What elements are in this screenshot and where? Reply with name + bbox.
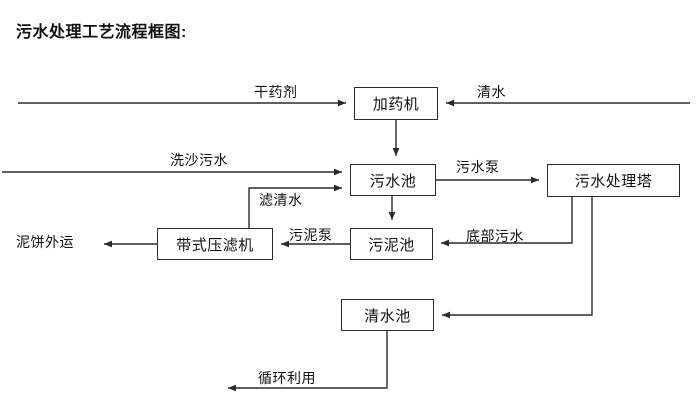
terminal-label-dry-chemical: 干药剂 bbox=[254, 84, 298, 100]
terminal-label-sand-wash-wastewater: 洗沙污水 bbox=[170, 152, 228, 168]
edge-label-bottom-wastewater: 底部污水 bbox=[466, 228, 524, 244]
edge-clean-water-pool-to-recycle bbox=[228, 331, 388, 392]
node-clean-water-pool-label: 清水池 bbox=[364, 307, 411, 325]
edge-label-sludge-pump: 污泥泵 bbox=[289, 227, 333, 243]
node-dosing-machine[interactable]: 加药机 bbox=[354, 87, 438, 120]
terminal-label-mud-cake-out: 泥饼外运 bbox=[16, 234, 74, 250]
terminal-label-recycle-use: 循环利用 bbox=[258, 370, 316, 386]
edge-label-filtered-water: 滤清水 bbox=[259, 192, 303, 208]
node-clean-water-pool[interactable]: 清水池 bbox=[341, 299, 434, 331]
node-dosing-machine-label: 加药机 bbox=[372, 96, 420, 113]
node-belt-filter-press-label: 带式压滤机 bbox=[176, 236, 254, 254]
edge-tower-bottom-to-sludge-pool bbox=[441, 197, 573, 247]
node-belt-filter-press[interactable]: 带式压滤机 bbox=[157, 228, 273, 260]
edge-filtered-water-to-wastewater-pool bbox=[248, 184, 342, 228]
node-sludge-pool-label: 污泥池 bbox=[368, 236, 415, 254]
node-treatment-tower[interactable]: 污水处理塔 bbox=[547, 164, 680, 197]
terminal-label-clean-water-in: 清水 bbox=[477, 84, 506, 100]
node-wastewater-pool[interactable]: 污水池 bbox=[350, 164, 436, 196]
edge-label-wastewater-pump: 污水泵 bbox=[456, 159, 500, 175]
node-wastewater-pool-label: 污水池 bbox=[369, 172, 417, 190]
node-treatment-tower-label: 污水处理塔 bbox=[574, 173, 653, 190]
node-sludge-pool[interactable]: 污泥池 bbox=[350, 228, 433, 260]
page-title: 污水处理工艺流程框图: bbox=[16, 24, 187, 41]
edge-tower-to-clean-water-pool bbox=[442, 197, 593, 319]
